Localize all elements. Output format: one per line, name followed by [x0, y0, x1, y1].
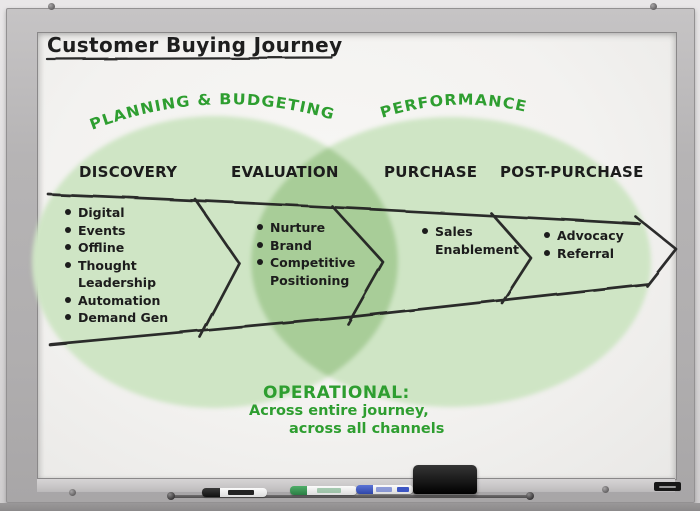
marker-label — [376, 487, 392, 492]
evaluation-bullet-list: Nurture Brand Competitive Positioning — [257, 219, 369, 289]
list-item: Automation — [65, 292, 217, 310]
title-underline — [45, 56, 334, 61]
screw-icon — [48, 3, 55, 10]
page-title: Customer Buying Journey — [47, 33, 343, 57]
marker-tray-rail — [172, 495, 530, 498]
bullet-icon — [544, 249, 550, 256]
tray-rail-end-icon — [526, 492, 534, 500]
arrow-head — [634, 215, 678, 288]
green-marker-icon — [290, 486, 357, 495]
operational-line-2: across all channels — [289, 421, 445, 437]
operational-line-1: Across entire journey, — [249, 403, 429, 419]
marker-cap — [356, 485, 373, 494]
chevron-divider-3 — [489, 211, 533, 305]
operational-heading: OPERATIONAL: — [263, 383, 410, 403]
list-item: Thought Leadership — [65, 257, 217, 292]
frame-bottom-ledge — [37, 478, 675, 492]
journey-arrow — [45, 56, 678, 347]
screw-icon — [650, 3, 657, 10]
marker-cap — [202, 488, 220, 497]
list-item: Competitive Positioning — [257, 254, 369, 289]
marker-body — [307, 486, 357, 495]
arrow-bottom-line — [48, 282, 650, 347]
screw-icon — [602, 486, 609, 493]
bullet-icon — [65, 261, 71, 268]
chevron-divider-2 — [330, 204, 385, 326]
board-eraser-icon — [413, 465, 477, 494]
bullet-icon — [257, 259, 263, 265]
post-purchase-bullet-list: Advocacy Referral — [544, 227, 644, 262]
venn-diagram — [32, 116, 651, 408]
bullet-icon — [65, 209, 71, 215]
marker-body — [373, 485, 413, 494]
bullet-icon — [65, 244, 71, 250]
list-item: Brand — [257, 237, 369, 255]
brand-label — [654, 482, 681, 491]
stage-title-purchase: PURCHASE — [384, 163, 478, 181]
marker-body — [220, 488, 267, 497]
bullet-icon — [257, 224, 263, 230]
marker-label — [228, 490, 254, 495]
list-item: Nurture — [257, 219, 369, 237]
marker-band — [397, 487, 409, 492]
bullet-icon — [65, 296, 71, 303]
marker-cap — [290, 486, 307, 495]
list-item: Sales Enablement — [422, 223, 519, 258]
list-item: Offline — [65, 239, 217, 257]
list-item: Digital — [65, 204, 217, 222]
arrow-top-line — [46, 192, 642, 226]
stage-title-post-purchase: POST-PURCHASE — [500, 163, 644, 181]
list-item: Referral — [544, 245, 644, 263]
list-item: Demand Gen — [65, 309, 217, 327]
bullet-icon — [257, 241, 263, 248]
venn-right-ellipse — [251, 117, 651, 407]
bullet-icon — [65, 226, 71, 233]
brand-mark-icon — [659, 485, 676, 488]
screw-icon — [69, 489, 76, 496]
stage-title-evaluation: EVALUATION — [231, 163, 339, 181]
blue-marker-icon — [356, 485, 413, 494]
bullet-icon — [65, 314, 71, 320]
stage-title-discovery: DISCOVERY — [79, 163, 178, 181]
purchase-bullet-list: Sales Enablement — [422, 223, 519, 258]
marker-label — [317, 488, 341, 493]
black-marker-icon — [202, 488, 267, 497]
bullet-icon — [422, 228, 428, 234]
chevron-divider-1 — [193, 197, 241, 339]
frame-bottom-shadow — [0, 503, 700, 511]
list-item: Events — [65, 222, 217, 240]
tray-rail-end-icon — [167, 492, 175, 500]
list-item: Advocacy — [544, 227, 644, 245]
discovery-bullet-list: Digital Events Offline Thought Leadershi… — [65, 204, 217, 327]
bullet-icon — [544, 232, 550, 238]
